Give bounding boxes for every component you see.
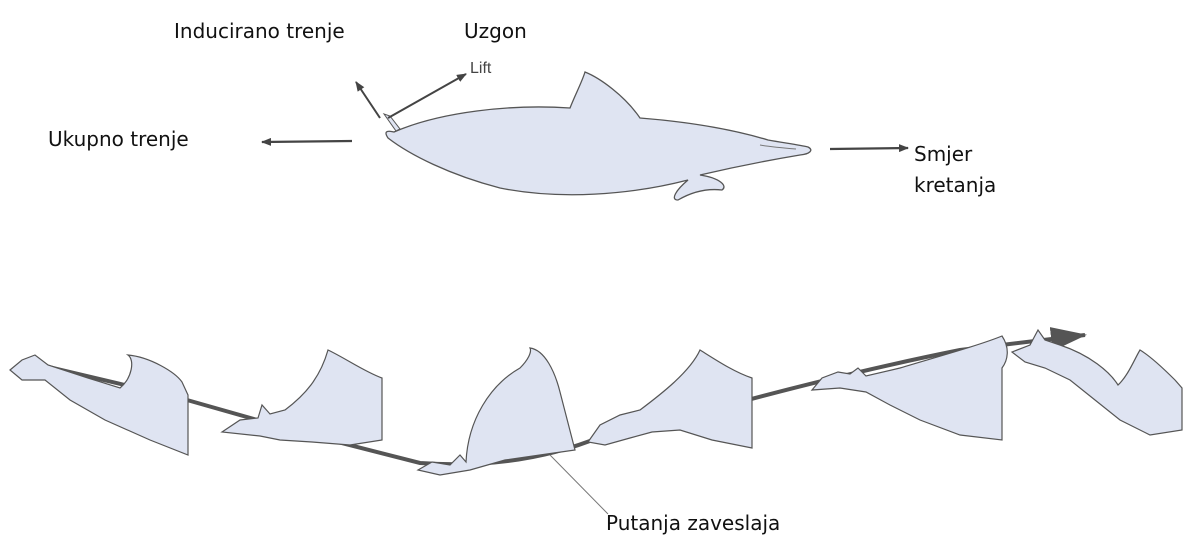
induced-drag-arrow (356, 82, 380, 118)
dolphin-silhouette-2 (222, 350, 382, 445)
lift-arrow (388, 74, 466, 118)
lift-original-label: Lift (470, 60, 491, 78)
dolphin-silhouette-4 (588, 350, 752, 448)
direction-arrow (830, 148, 908, 149)
induced-drag-label: Inducirano trenje (174, 16, 345, 47)
dolphin-silhouette-1 (10, 355, 188, 455)
dolphin-silhouette-6 (1012, 330, 1182, 435)
stroke-path-pointer (550, 455, 608, 514)
stroke-path-label: Putanja zaveslaja (606, 508, 780, 539)
dolphin-top (384, 72, 811, 200)
lift-label: Uzgon (464, 16, 527, 47)
direction-label-line2: kretanja (914, 170, 996, 201)
total-drag-label: Ukupno trenje (48, 124, 189, 155)
total-drag-arrow (262, 141, 352, 142)
dolphin-sequence (10, 330, 1182, 475)
direction-label-line1: Smjer (914, 139, 972, 170)
dolphin-silhouette-5 (812, 336, 1007, 440)
